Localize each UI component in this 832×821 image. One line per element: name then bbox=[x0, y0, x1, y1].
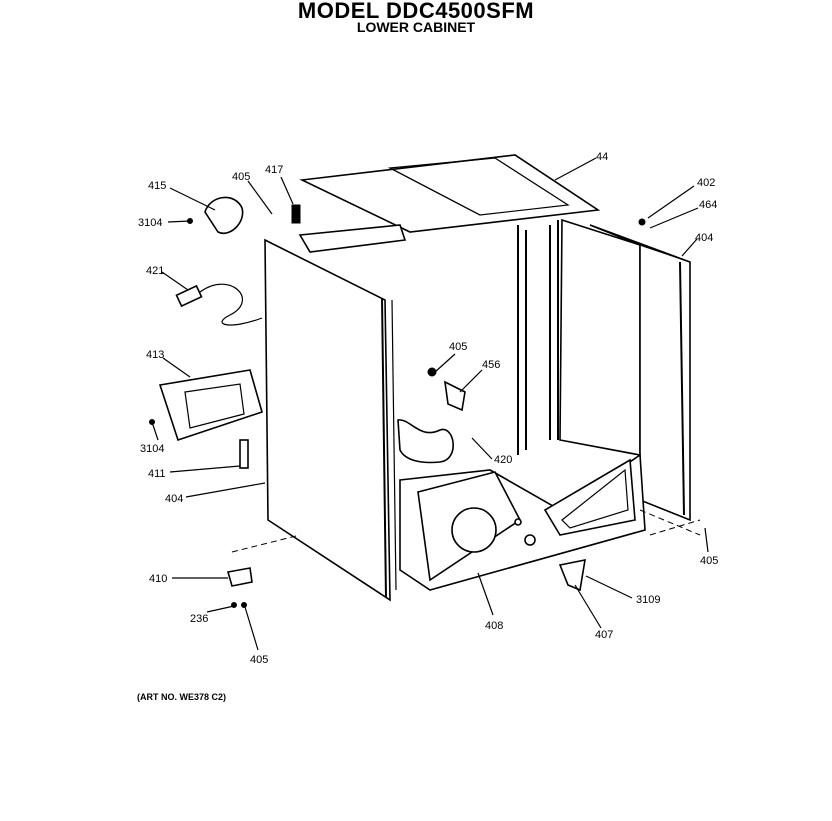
callout-3109: 3109 bbox=[636, 594, 660, 606]
callout-404: 404 bbox=[695, 232, 713, 244]
callout-464: 464 bbox=[699, 199, 717, 211]
callout-405-right: 405 bbox=[700, 555, 718, 567]
callout-410: 410 bbox=[149, 573, 167, 585]
part-405-screw bbox=[427, 367, 437, 377]
diagram-title: MODEL DDC4500SFM bbox=[297, 0, 535, 23]
art-number: (ART NO. WE378 C2) bbox=[137, 692, 227, 702]
callout-421: 421 bbox=[146, 265, 164, 277]
dash-guide bbox=[231, 534, 301, 553]
cover-plate-part bbox=[204, 196, 244, 235]
door-switch-bracket-part bbox=[158, 369, 263, 442]
part-417 bbox=[291, 204, 301, 224]
base-panel-part bbox=[399, 453, 701, 591]
leader-lines bbox=[151, 157, 709, 651]
top-panel-part bbox=[299, 154, 601, 233]
part-410 bbox=[226, 567, 253, 587]
callout-405-bottom: 405 bbox=[250, 654, 268, 666]
callout-417: 417 bbox=[265, 164, 283, 176]
callout-413: 413 bbox=[146, 349, 164, 361]
callout-415: 415 bbox=[148, 180, 166, 192]
callout-404-lower: 404 bbox=[165, 493, 183, 505]
callout-44: 44 bbox=[596, 151, 608, 163]
part-407 bbox=[558, 558, 586, 592]
side-panel-part bbox=[589, 224, 691, 522]
part-411 bbox=[239, 439, 249, 469]
part-405-screw-b bbox=[241, 602, 247, 608]
callout-402: 402 bbox=[697, 177, 715, 189]
callout-407: 407 bbox=[595, 629, 613, 641]
callout-236: 236 bbox=[190, 613, 208, 625]
callout-411: 411 bbox=[148, 468, 166, 480]
drum-opening-part bbox=[397, 419, 454, 464]
part-456-bracket bbox=[444, 380, 466, 412]
callout-3104: 3104 bbox=[138, 217, 162, 229]
callout-408: 408 bbox=[485, 620, 503, 632]
callout-420: 420 bbox=[494, 454, 512, 466]
diagram-subtitle: LOWER CABINET bbox=[356, 19, 476, 35]
callout-456: 456 bbox=[482, 359, 500, 371]
callout-3104-lower: 3104 bbox=[140, 443, 164, 455]
part-402 bbox=[638, 218, 646, 226]
power-cord-part bbox=[175, 283, 263, 326]
cabinet-frame-part bbox=[517, 218, 641, 456]
callout-405-mid: 405 bbox=[449, 341, 467, 353]
front-panel-part bbox=[264, 224, 407, 602]
callout-405: 405 bbox=[232, 171, 250, 183]
